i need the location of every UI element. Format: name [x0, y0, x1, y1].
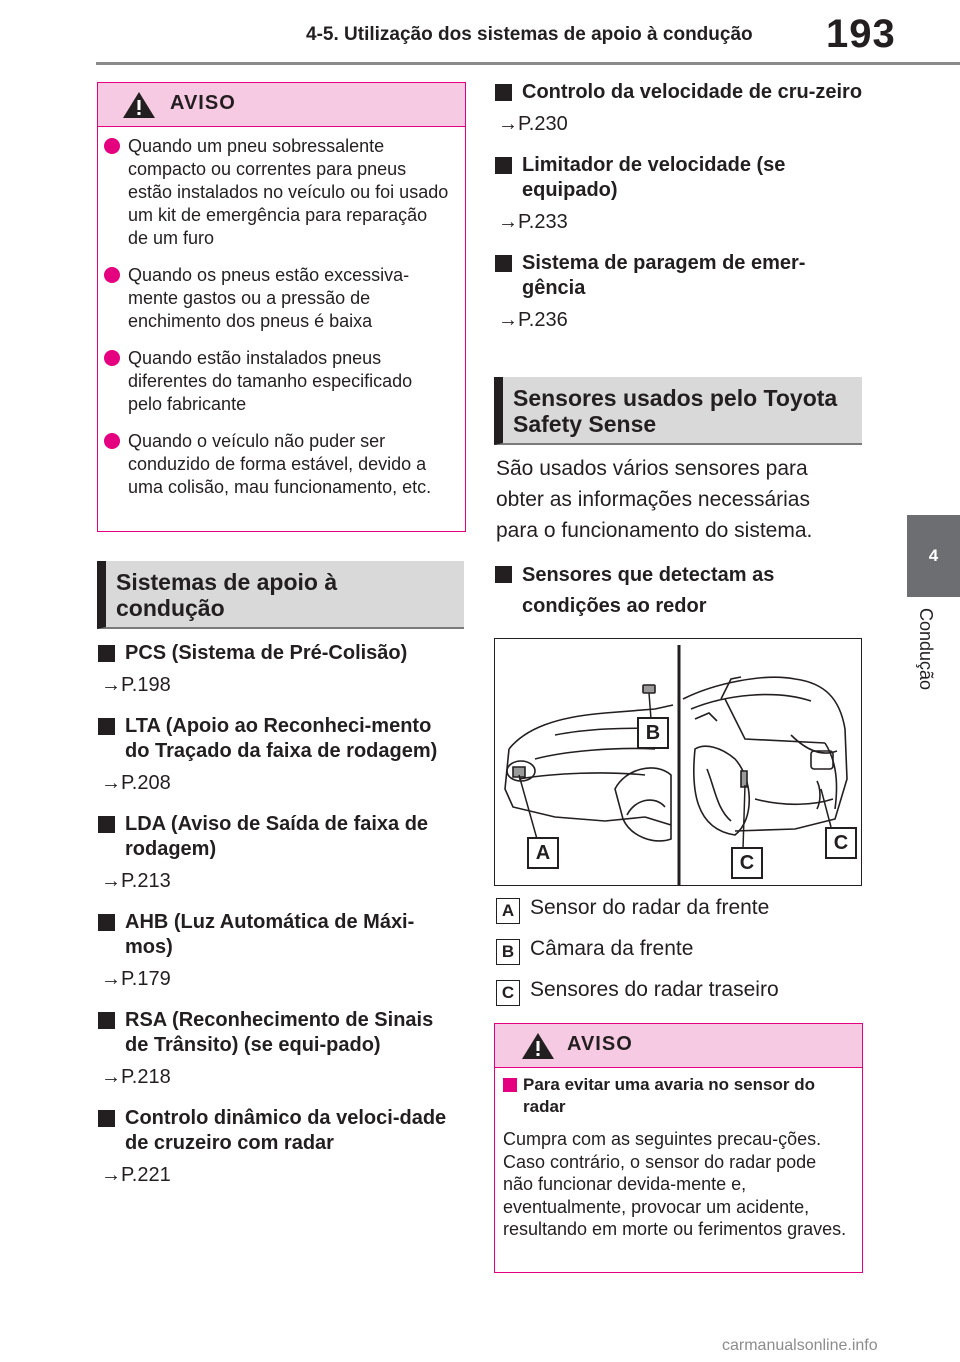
item-heading: AHB (Luz Automática de Máxi-mos) — [97, 910, 457, 960]
item-heading: Limitador de velocidade (se equipado) — [494, 153, 864, 203]
square-bullet-icon — [98, 718, 115, 735]
vehicle-illustration — [504, 645, 848, 885]
bullet-icon — [104, 433, 120, 449]
warning-item: Quando um pneu sobressalente compacto ou… — [104, 135, 451, 250]
legend-key-box: C — [496, 980, 520, 1006]
bullet-icon — [104, 138, 120, 154]
list-item: Sistema de paragem de emer-gência →P.236 — [494, 251, 864, 332]
chapter-header: 4-5. Utilização dos sistemas de apoio à … — [306, 24, 753, 45]
chapter-tab-label-text: Condução — [916, 608, 936, 691]
item-heading: LTA (Apoio ao Reconheci-mento do Traçado… — [97, 714, 457, 764]
vehicle-sensor-diagram: A B C C — [494, 638, 862, 886]
header-divider — [96, 62, 960, 65]
watermark: carmanualsonline.info — [722, 1337, 878, 1354]
square-bullet-icon — [98, 914, 115, 931]
right-item-list: Controlo da velocidade de cru-zeiro →P.2… — [494, 80, 864, 332]
warning-triangle-icon — [522, 1033, 554, 1059]
warning-item-text: Quando um pneu sobressalente compacto ou… — [128, 136, 449, 248]
warning-box-bottom: AVISO Para evitar uma avaria no sensor d… — [494, 1023, 863, 1273]
section-heading-box: Sistemas de apoio à condução — [97, 561, 464, 629]
item-heading: LDA (Aviso de Saída de faixa de rodagem) — [97, 812, 457, 862]
diagram-label-a: A — [527, 837, 559, 869]
warning-subheading-text: Para evitar uma avaria no sensor do rada… — [523, 1075, 815, 1116]
subheading: Sensores que detectam as condições ao re… — [494, 560, 852, 622]
warning-header: AVISO — [98, 83, 465, 127]
square-bullet-icon — [98, 1012, 115, 1029]
square-bullet-icon — [98, 816, 115, 833]
page-reference-link[interactable]: →P.236 — [498, 309, 568, 331]
item-heading: Controlo dinâmico da veloci-dade de cruz… — [97, 1106, 457, 1156]
section-heading-box: Sensores usados pelo Toyota Safety Sense — [494, 377, 862, 445]
warning-item: Quando os pneus estão excessiva-mente ga… — [104, 264, 451, 333]
page-reference-link[interactable]: →P.233 — [498, 211, 568, 233]
list-item: Controlo da velocidade de cru-zeiro →P.2… — [494, 80, 864, 136]
warning-item: Quando estão instalados pneus diferentes… — [104, 347, 451, 416]
chapter-tab-label: Condução — [910, 608, 938, 718]
warning-item-text: Quando estão instalados pneus diferentes… — [128, 348, 413, 414]
page-reference-link[interactable]: →P.198 — [101, 674, 171, 696]
page-reference-link[interactable]: →P.218 — [101, 1066, 171, 1088]
square-bullet-icon — [495, 84, 512, 101]
warning-header: AVISO — [495, 1024, 862, 1068]
square-bullet-icon — [98, 1110, 115, 1127]
diagram-label-c-rear-left: C — [731, 847, 763, 879]
section-paragraph: São usados vários sensores para obter as… — [496, 457, 813, 542]
page-reference-link[interactable]: →P.213 — [101, 870, 171, 892]
warning-item: Quando o veículo não puder ser conduzido… — [104, 430, 451, 499]
page-reference-link[interactable]: →P.208 — [101, 772, 171, 794]
page-reference-link[interactable]: →P.230 — [498, 113, 568, 135]
list-item: LDA (Aviso de Saída de faixa de rodagem)… — [97, 812, 457, 893]
square-bullet-icon — [495, 157, 512, 174]
legend-text: Sensores do radar traseiro — [530, 978, 779, 1001]
warning-item-text: Quando o veículo não puder ser conduzido… — [128, 431, 432, 497]
square-bullet-icon — [495, 566, 512, 583]
square-bullet-icon — [98, 645, 115, 662]
item-heading: RSA (Reconhecimento de Sinais de Trânsit… — [97, 1008, 457, 1058]
diagram-label-c-rear-right: C — [825, 827, 857, 859]
item-heading: Controlo da velocidade de cru-zeiro — [494, 80, 864, 105]
list-item: PCS (Sistema de Pré-Colisão) →P.198 — [97, 641, 457, 697]
list-item: LTA (Apoio ao Reconheci-mento do Traçado… — [97, 714, 457, 795]
page-reference-link[interactable]: →P.221 — [101, 1164, 171, 1186]
list-item: Controlo dinâmico da veloci-dade de cruz… — [97, 1106, 457, 1187]
diagram-label-b: B — [637, 717, 669, 749]
legend-text: Câmara da frente — [530, 937, 694, 960]
warning-subheading: Para evitar uma avaria no sensor do rada… — [503, 1074, 848, 1118]
warning-title: AVISO — [567, 1033, 633, 1055]
square-bullet-icon — [503, 1078, 517, 1092]
section-title: Sistemas de apoio à condução — [116, 569, 338, 621]
item-heading: PCS (Sistema de Pré-Colisão) — [97, 641, 457, 666]
warning-text: Cumpra com as seguintes precau-ções. Cas… — [503, 1129, 847, 1239]
item-heading: Sistema de paragem de emer-gência — [494, 251, 864, 301]
list-item: Limitador de velocidade (se equipado) →P… — [494, 153, 864, 234]
square-bullet-icon — [495, 255, 512, 272]
legend-key-box: A — [496, 898, 520, 924]
list-item: RSA (Reconhecimento de Sinais de Trânsit… — [97, 1008, 457, 1089]
page-number: 193 — [826, 12, 896, 56]
bullet-icon — [104, 350, 120, 366]
warning-triangle-icon — [123, 92, 155, 118]
left-item-list: PCS (Sistema de Pré-Colisão) →P.198 LTA … — [97, 641, 457, 1187]
legend-text: Sensor do radar da frente — [530, 896, 770, 919]
section-title: Sensores usados pelo Toyota Safety Sense — [513, 385, 838, 437]
chapter-tab[interactable]: 4 — [907, 515, 960, 597]
list-item: AHB (Luz Automática de Máxi-mos) →P.179 — [97, 910, 457, 991]
page-reference-link[interactable]: →P.179 — [101, 968, 171, 990]
warning-box-top: AVISO Quando um pneu sobressalente compa… — [97, 82, 466, 532]
bullet-icon — [104, 267, 120, 283]
warning-item-text: Quando os pneus estão excessiva-mente ga… — [128, 265, 410, 331]
legend-key-box: B — [496, 939, 520, 965]
warning-title: AVISO — [170, 92, 236, 114]
